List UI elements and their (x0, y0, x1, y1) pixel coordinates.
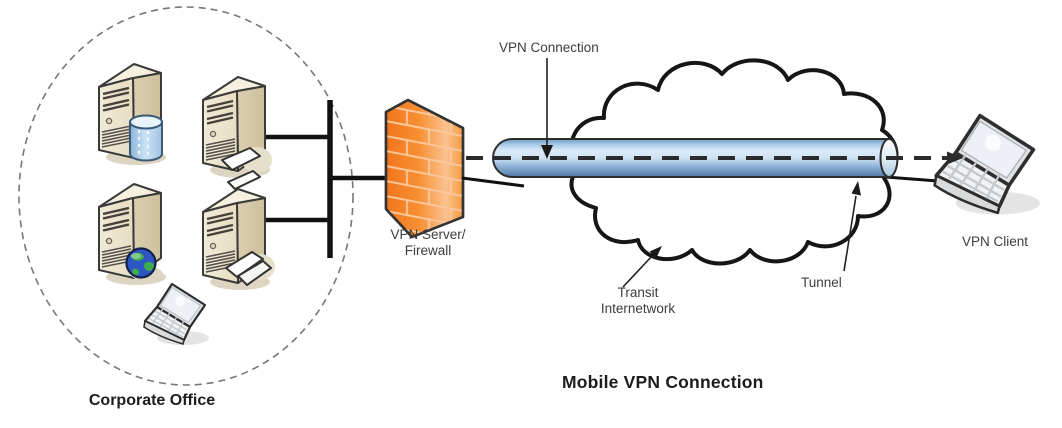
vpn-server-firewall-label-line2: Firewall (404, 243, 452, 258)
vpn-connection-pointer-arrow (541, 58, 553, 159)
vpn-client-laptop-icon (932, 113, 1042, 217)
corporate-office-boundary (18, 6, 354, 386)
transit-internetwork-label-line2: Internetwork (600, 301, 676, 316)
transit-internetwork-label: Transit Internetwork (577, 285, 699, 317)
transit-internetwork-pointer-arrow (622, 246, 662, 288)
diagram-title: Mobile VPN Connection (562, 372, 764, 392)
network-bus (266, 100, 387, 258)
vpn-connection-label: VPN Connection (499, 40, 599, 55)
firewall-to-tunnel-line (461, 176, 525, 188)
corporate-office-label: Corporate Office (88, 392, 216, 409)
tunnel-pointer-arrow (843, 181, 861, 272)
globe-icon (130, 252, 154, 275)
database-server-icon (97, 62, 168, 167)
transit-internetwork-label-line1: Transit (617, 285, 659, 300)
mail-server-icon (201, 75, 272, 190)
vpn-client-label: VPN Client (962, 234, 1029, 249)
firewall-icon (384, 98, 465, 239)
vpn-server-firewall-label-line1: VPN Server/ (390, 227, 466, 242)
file-server-icon (201, 187, 275, 292)
web-server-icon (97, 182, 168, 287)
tunnel-label: Tunnel (801, 275, 842, 290)
office-laptop-icon (142, 282, 211, 347)
vpn-server-firewall-label: VPN Server/ Firewall (376, 227, 480, 259)
vpn-connection-line (466, 151, 963, 165)
